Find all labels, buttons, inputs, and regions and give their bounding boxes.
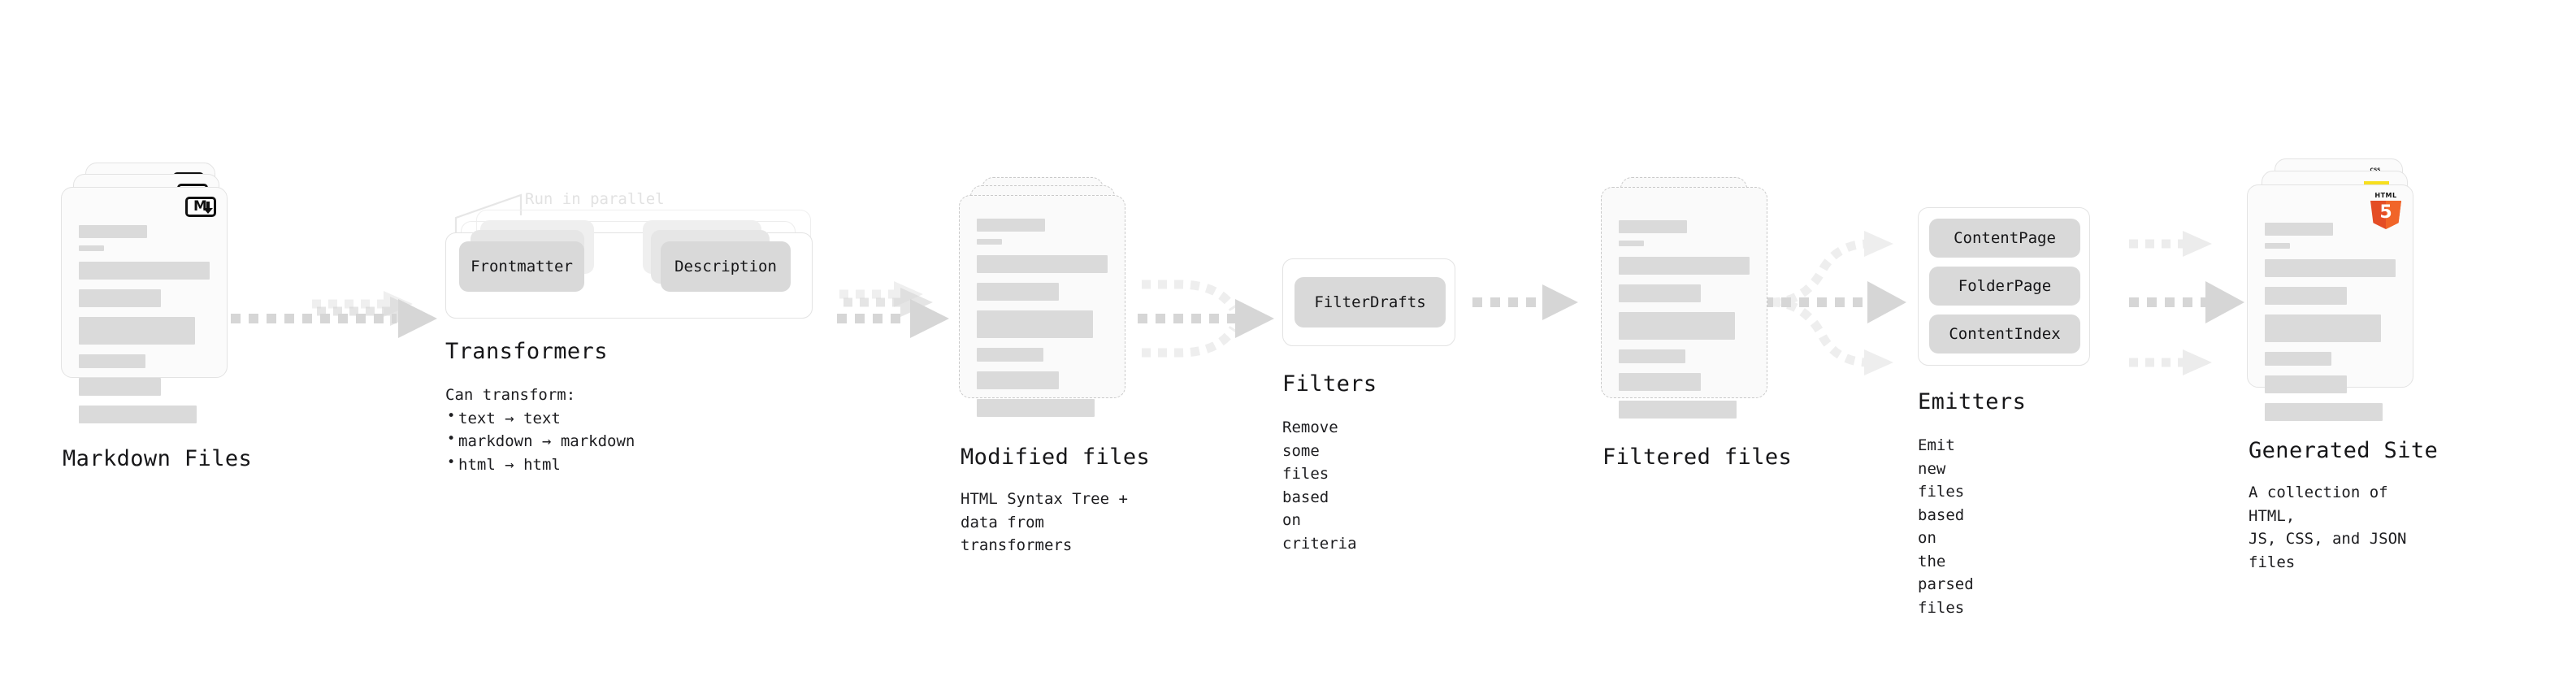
- stage-subtitle-modified-files: HTML Syntax Tree + data from transformer…: [961, 490, 1128, 554]
- emitters-chip-folderpage[interactable]: FolderPage: [1929, 267, 2080, 306]
- stage-modified-files: Modified files HTML Syntax Tree + data f…: [959, 177, 1150, 554]
- emitters-chip-contentindex[interactable]: ContentIndex: [1929, 314, 2080, 354]
- doc-placeholder-lines: [1619, 220, 1750, 419]
- stage-subtitle-generated-site: A collection of HTML, JS, CSS, and JSON …: [2249, 484, 2407, 571]
- stage-title-filtered-files: Filtered files: [1602, 445, 1793, 470]
- stage-title-modified-files: Modified files: [961, 445, 1151, 470]
- transformers-chip-frontmatter-label: Frontmatter: [471, 258, 573, 275]
- markdown-doc-stack: M M M: [61, 163, 232, 423]
- filters-chip-filterdrafts[interactable]: FilterDrafts: [1295, 277, 1446, 327]
- css3-badge-label: CSS: [2366, 168, 2384, 173]
- filters-chip-filterdrafts-label: FilterDrafts: [1314, 293, 1426, 311]
- stage-title-markdown-files: Markdown Files: [63, 446, 253, 471]
- html5-badge-wordmark: HTML: [2374, 192, 2397, 199]
- filters-panel: FilterDrafts: [1282, 258, 1455, 346]
- stage-title-transformers: Transformers: [445, 339, 608, 364]
- transformers-chip-frontmatter[interactable]: Frontmatter: [459, 241, 584, 292]
- stage-subtitle-transformers: Can transform: text → text markdown → ma…: [445, 384, 635, 476]
- html5-badge: HTML 5: [2370, 193, 2401, 229]
- filtered-doc-stack: [1601, 177, 1780, 437]
- emitters-chip-contentpage[interactable]: ContentPage: [1929, 219, 2080, 258]
- transformers-panel: Frontmatter Description: [445, 220, 813, 319]
- stage-subtitle-emitters: Emit new files based on the parsed files: [1918, 436, 1974, 617]
- modified-doc-front: [959, 195, 1125, 417]
- stage-generated-site: CSS HTML 5: [2247, 158, 2438, 571]
- markdown-badge-front: M: [185, 197, 216, 217]
- modified-doc-stack: [959, 177, 1138, 437]
- stage-title-generated-site: Generated Site: [2249, 438, 2439, 463]
- stage-subtitle-filters: Remove some files based on criteria: [1282, 419, 1357, 553]
- markdown-doc-front: M: [61, 187, 228, 423]
- transformers-chip-description[interactable]: Description: [661, 241, 791, 292]
- transformers-bullet-1: markdown → markdown: [445, 429, 635, 453]
- arrow-modified-to-filters: [1138, 280, 1274, 358]
- arrow-transformers-to-modified: [837, 281, 949, 338]
- arrow-emitters-to-site: [2129, 231, 2244, 375]
- transformers-bullet-2: html → html: [445, 453, 635, 477]
- stage-title-emitters: Emitters: [1918, 389, 2027, 414]
- transformers-bullet-0: text → text: [445, 406, 635, 431]
- stage-filtered-files: Filtered files: [1601, 177, 1792, 469]
- emitters-chip-folderpage-label: FolderPage: [1958, 277, 2052, 295]
- arrow-filters-to-filtered: [1472, 284, 1578, 320]
- generated-doc-stack: CSS HTML 5: [2247, 158, 2426, 427]
- emitters-chip-contentindex-label: ContentIndex: [1949, 325, 2061, 343]
- html5-badge-number: 5: [2379, 202, 2392, 223]
- emitters-panel: ContentPage FolderPage ContentIndex: [1918, 207, 2090, 366]
- stage-title-filters: Filters: [1282, 371, 1377, 397]
- emitters-chip-contentpage-label: ContentPage: [1954, 229, 2056, 247]
- stage-markdown-files: M M M: [61, 163, 252, 471]
- transformers-chip-description-label: Description: [674, 258, 777, 275]
- doc-placeholder-lines: [79, 225, 210, 423]
- transformers-subtitle-lead: Can transform:: [445, 386, 576, 404]
- doc-placeholder-lines: [2265, 223, 2396, 421]
- html5-badge-shield-inner: [2386, 201, 2401, 229]
- filtered-doc-front: [1601, 187, 1767, 419]
- run-in-parallel-hint: Run in parallel: [525, 190, 665, 208]
- generated-doc-front-html: HTML 5: [2247, 184, 2413, 421]
- doc-placeholder-lines: [977, 219, 1108, 417]
- transformers-bullet-list: text → text markdown → markdown html → h…: [445, 406, 635, 477]
